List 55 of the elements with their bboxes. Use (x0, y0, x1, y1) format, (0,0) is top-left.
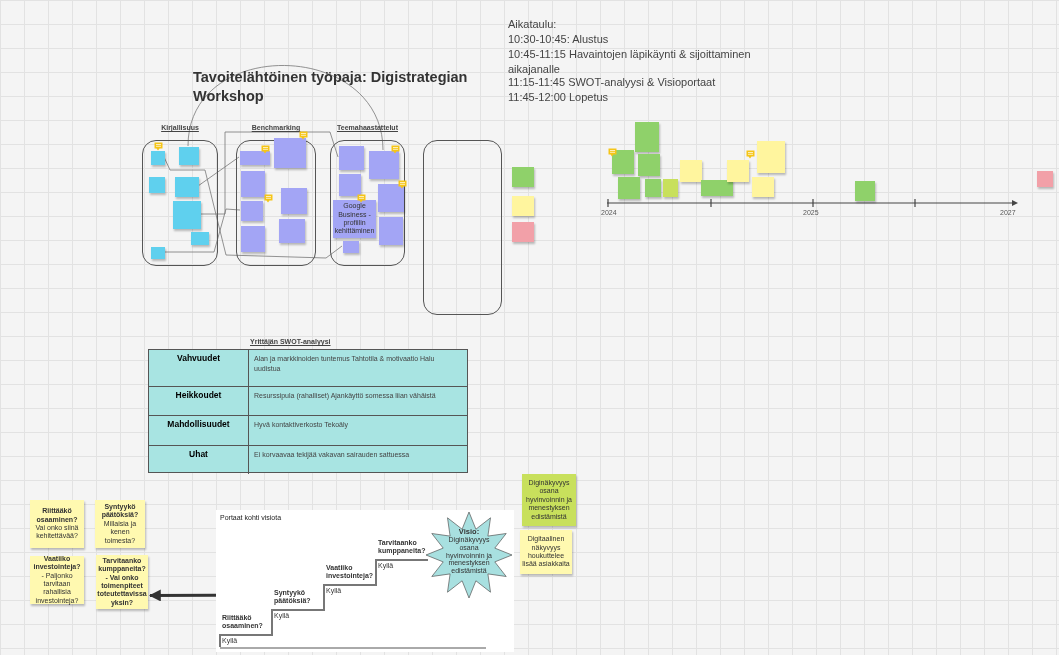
sticky-note (274, 138, 306, 168)
schedule-line: 10:30-10:45: Alustus (508, 33, 609, 45)
table-cell: Uhat (149, 445, 249, 474)
connector-line (163, 208, 241, 253)
sticky-note (191, 232, 209, 245)
sticky-note (369, 151, 399, 179)
staircase-panel (216, 510, 514, 652)
sticky-note (149, 177, 165, 193)
frame-border (236, 140, 316, 266)
connector-line (163, 156, 343, 259)
sticky-note (173, 201, 201, 229)
sticky-note (343, 241, 359, 253)
sticky-note (512, 167, 534, 187)
frame-border (423, 140, 502, 315)
sticky-note (663, 179, 678, 197)
sticky-note (281, 188, 307, 214)
table-cell: Mahdollisuudet (149, 415, 249, 445)
sticky-note (618, 177, 640, 199)
sticky-note (378, 184, 404, 212)
table-cell: Vahvuudet (149, 350, 249, 386)
sticky-note (612, 150, 634, 174)
schedule-line: 10:45-11:15 Havaintojen läpikäynti & sijoittaminen aikajanalle (508, 47, 752, 77)
sticky-note (757, 141, 785, 173)
sticky-note (752, 177, 774, 197)
schedule-line: 11:45-12:00 Lopetus (508, 91, 609, 103)
sticky-note (179, 147, 199, 165)
sticky-note (241, 171, 265, 197)
sticky-note (512, 196, 534, 216)
sticky-note (701, 180, 733, 196)
sticky-note (635, 122, 659, 152)
sticky-note (241, 201, 263, 221)
board-title: Tavoitelähtöinen työpaja: Digistrategian Workshop (193, 68, 469, 106)
sticky-note (379, 217, 403, 245)
schedule-line: 11:15-11:45 SWOT-analyysi & Visioportaat (508, 76, 716, 88)
sticky-note (339, 174, 361, 196)
connector-line (187, 65, 384, 151)
sticky-note (240, 151, 270, 165)
arrow (148, 589, 216, 602)
sticky-note (855, 181, 875, 201)
schedule-line: Aikataulu: (508, 18, 557, 30)
sticky-note (279, 219, 305, 243)
sticky-note (339, 146, 364, 170)
sticky-note (638, 154, 660, 176)
table-cell: Heikkoudet (149, 386, 249, 415)
frame-border (142, 140, 218, 266)
sticky-note (680, 160, 702, 182)
sticky-note (175, 177, 199, 197)
sticky-note (241, 226, 265, 252)
sticky-note (727, 160, 749, 182)
sticky-note (1037, 171, 1053, 187)
sticky-note (151, 247, 165, 259)
sticky-note (512, 222, 534, 242)
sticky-note (151, 151, 165, 165)
frame-border (330, 140, 405, 266)
sticky-note (645, 179, 661, 197)
